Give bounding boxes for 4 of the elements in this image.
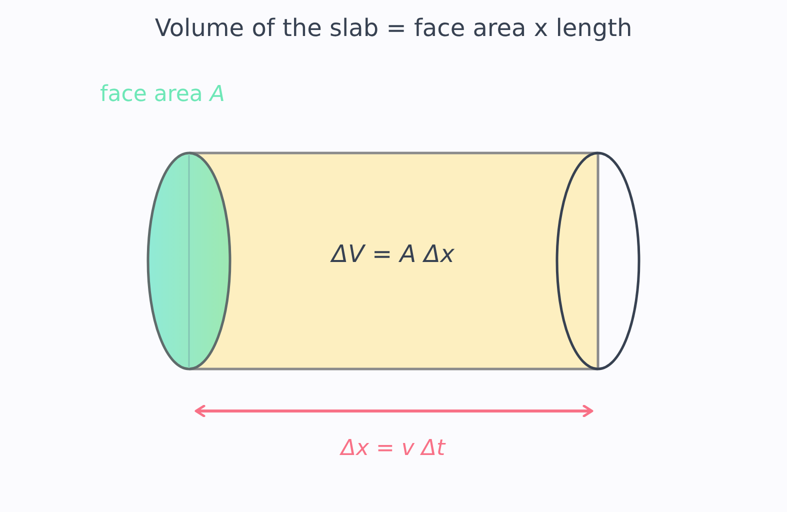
face-area-label: face area A: [100, 81, 225, 109]
length-formula: Δx = v Δt: [338, 435, 447, 463]
volume-formula: ΔV = A Δx: [329, 239, 456, 270]
diagram-title: Volume of the slab = face area x length: [154, 13, 634, 44]
